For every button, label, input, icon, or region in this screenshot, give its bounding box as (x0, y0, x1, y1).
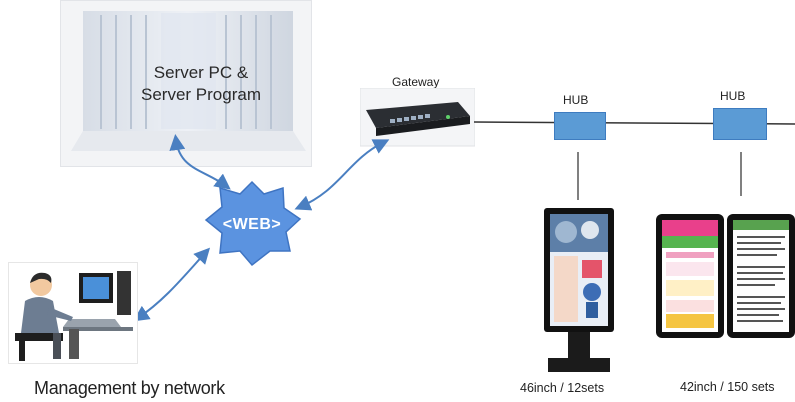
gateway-device (360, 88, 475, 148)
arrow-server-web (169, 134, 231, 190)
hub2-label: HUB (720, 89, 746, 103)
kiosk-display (540, 208, 618, 374)
person-at-computer-icon (15, 271, 133, 361)
gateway-label: Gateway (392, 75, 440, 89)
gateway-router-icon (360, 88, 475, 147)
management-illustration (8, 262, 138, 364)
server-panel (60, 0, 312, 167)
tablet-display-icon (656, 214, 795, 338)
hub-1 (554, 112, 606, 140)
management-caption: Management by network (34, 378, 225, 398)
tablet-caption: 42inch / 150 sets (680, 380, 775, 394)
web-star-icon (204, 180, 302, 267)
server-label-line2: Server Program (141, 85, 261, 104)
web-label: <WEB> (222, 216, 282, 233)
arrow-web-pc (133, 247, 211, 322)
kiosk-caption: 46inch / 12sets (520, 381, 605, 395)
tablet-displays (656, 214, 795, 338)
hub1-label: HUB (563, 93, 589, 107)
kiosk-display-icon (544, 208, 614, 372)
hub-2 (713, 108, 767, 140)
server-rack-icon (71, 11, 306, 151)
server-label-line1: Server PC & (153, 63, 249, 82)
server-label: Server PC & Server Program (96, 62, 306, 106)
arrow-web-gateway (294, 139, 390, 211)
